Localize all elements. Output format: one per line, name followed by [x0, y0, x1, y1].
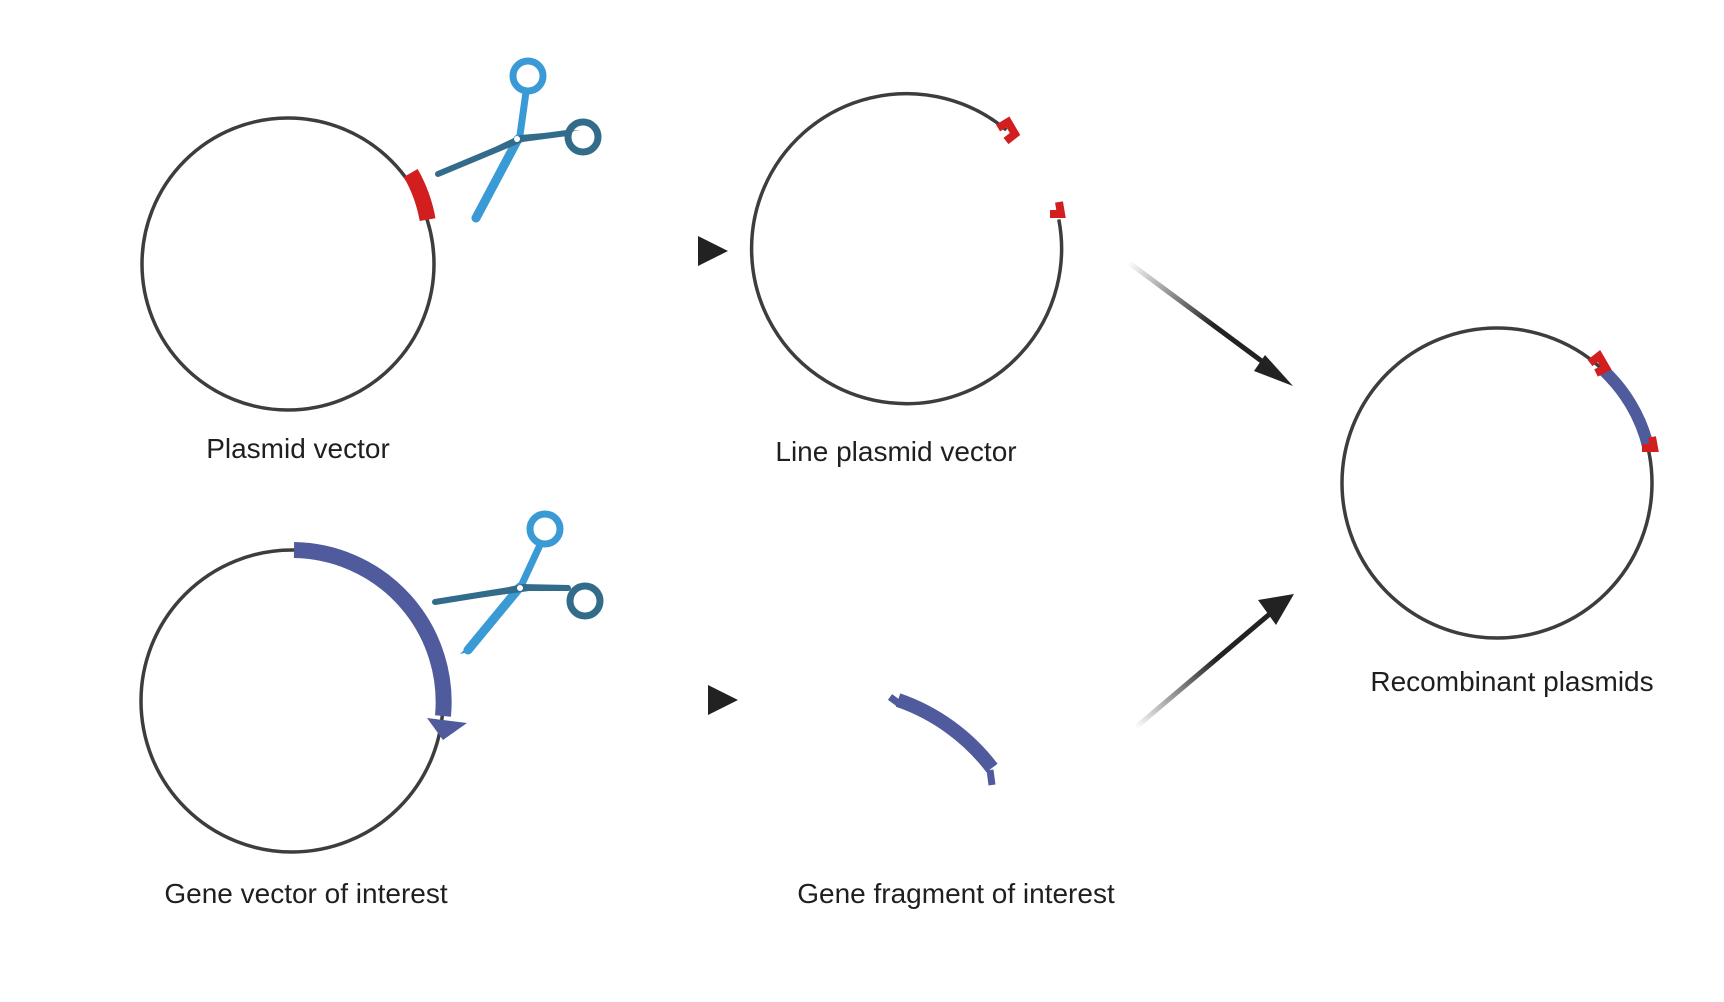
plasmid-ring — [140, 116, 436, 412]
label-plasmid-vector: Plasmid vector — [206, 433, 390, 464]
label-gene-vector: Gene vector of interest — [164, 878, 447, 909]
scissors-icon — [432, 510, 604, 655]
restriction-site — [403, 169, 436, 222]
arrow-up-right-icon — [1133, 594, 1294, 730]
gene-fragment — [887, 693, 998, 786]
line-plasmid-vector — [749, 91, 1066, 406]
sticky-end-top — [995, 116, 1021, 145]
gene-insert-arc — [293, 542, 452, 717]
plasmid-open-ring — [749, 91, 1064, 406]
gene-fragment-arc — [895, 693, 998, 773]
fragment-end-left — [887, 694, 904, 708]
scissors-icon — [435, 57, 602, 223]
recombinant-site-bottom — [1642, 436, 1659, 452]
gene-direction-arrowhead — [427, 718, 467, 740]
arrow-right-icon — [520, 236, 728, 266]
arrow-right-icon — [530, 685, 738, 715]
label-recombinant-plasmids: Recombinant plasmids — [1370, 666, 1653, 697]
plasmid-vector — [140, 116, 436, 412]
sticky-end-bottom — [1050, 201, 1066, 218]
arrow-down-right-icon — [1126, 259, 1293, 386]
recombinant-site-top — [1587, 350, 1612, 377]
recombinant-ring — [1340, 326, 1654, 640]
recombinant-insert — [1596, 363, 1655, 450]
label-line-plasmid-vector: Line plasmid vector — [775, 436, 1016, 467]
fragment-end-right — [986, 769, 996, 786]
gene-vector — [139, 542, 467, 854]
recombinant-plasmid — [1340, 326, 1659, 640]
label-gene-fragment: Gene fragment of interest — [797, 878, 1115, 909]
